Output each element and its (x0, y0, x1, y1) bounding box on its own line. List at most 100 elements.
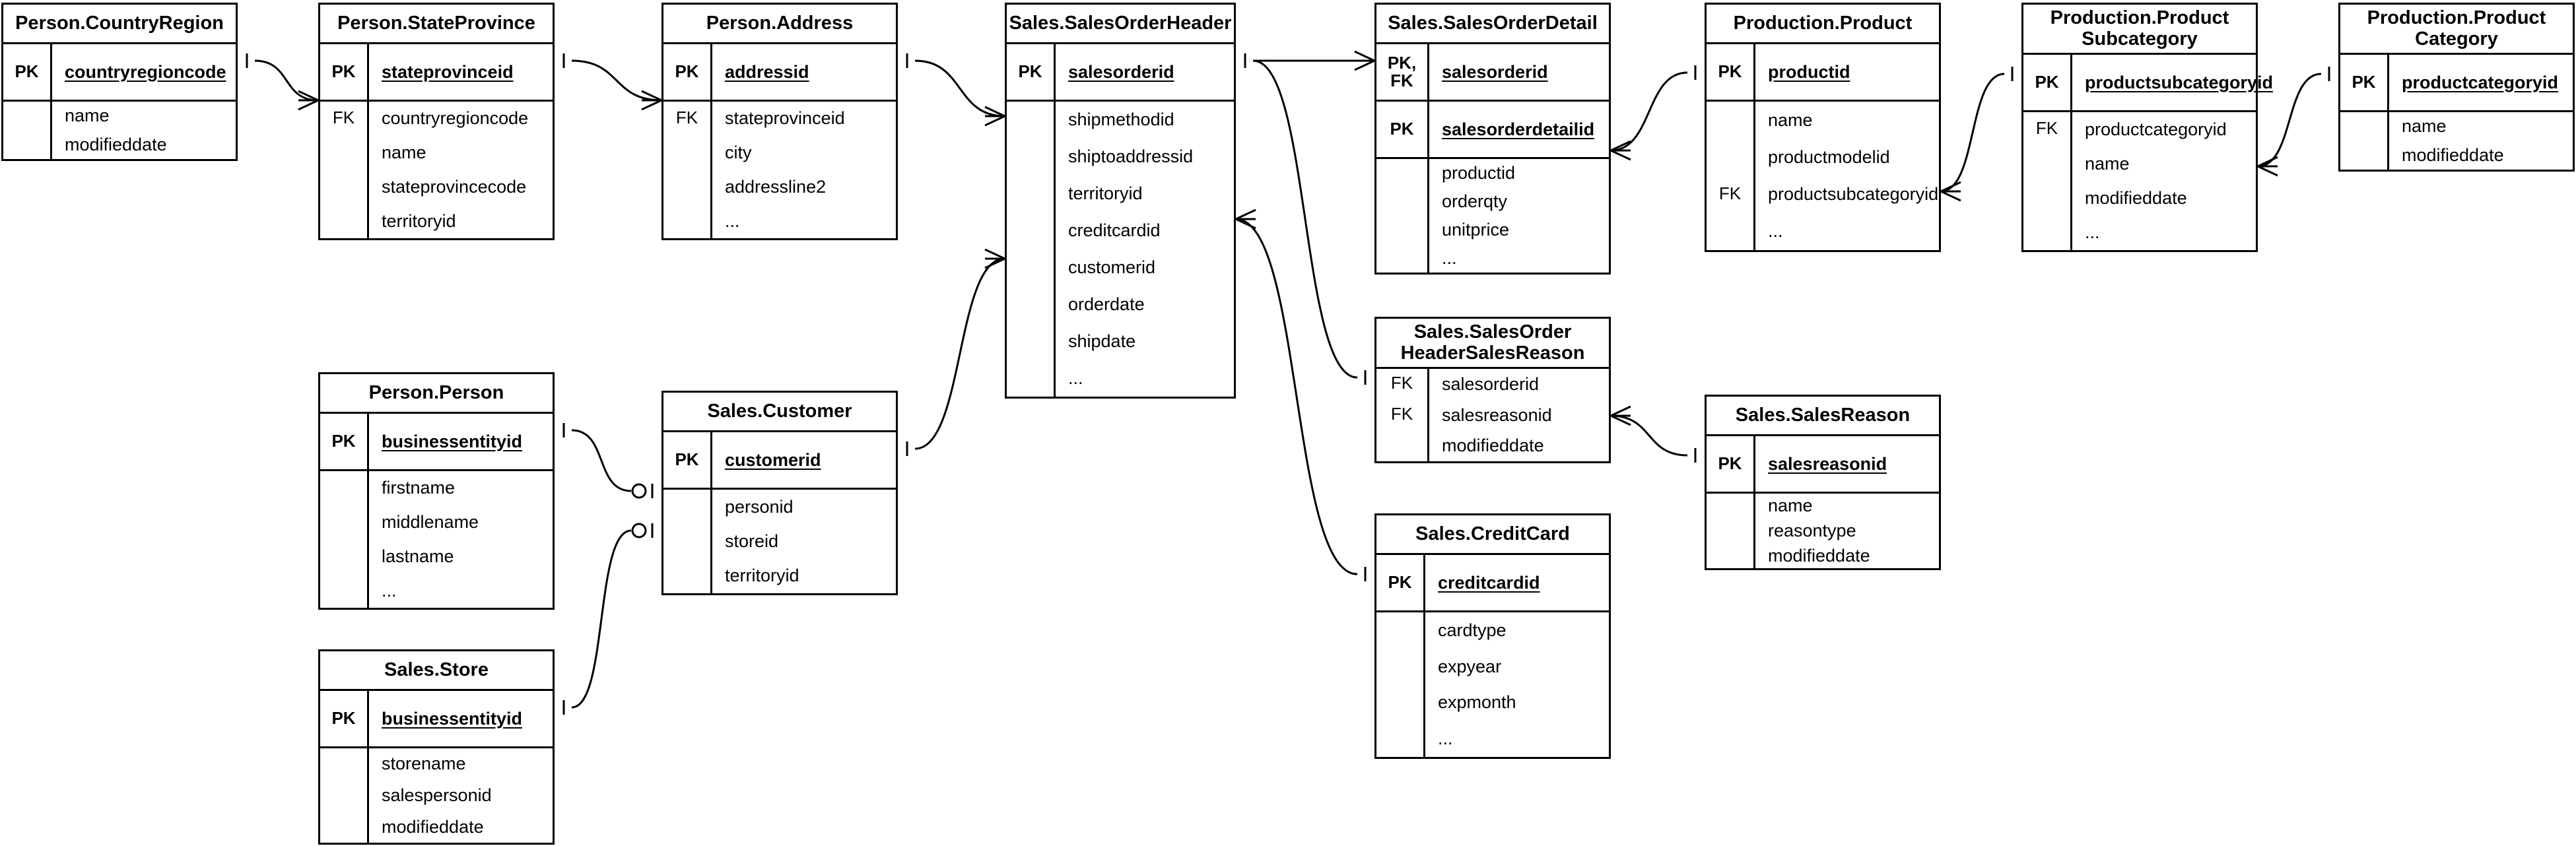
attribute-name: territoryid (1068, 183, 1143, 204)
attribute-name: shipdate (1068, 331, 1136, 351)
key-column-name: businessentityid (382, 431, 523, 451)
key-column-name: salesreasonid (1768, 453, 1887, 474)
attribute-name: stateprovincecode (382, 176, 527, 197)
entity-title-line: Sales.SalesOrderHeader (1009, 12, 1232, 34)
attribute-name: personid (725, 496, 794, 517)
attribute-name: ... (1068, 368, 1083, 388)
key-marker: PK (1707, 44, 1755, 100)
attribute-name: salesorderid (1442, 374, 1540, 394)
attribute-key-column (320, 471, 369, 608)
entity-title: Sales.Store (320, 651, 553, 691)
attribute-name: ... (725, 211, 740, 231)
rel-productsubcategory-product (1940, 67, 2014, 202)
attribute-name: name (1768, 496, 1813, 516)
attribute-name: orderdate (1068, 294, 1145, 314)
entity-title-line: HeaderSalesReason (1400, 342, 1585, 364)
attribute-name: cardtype (1438, 620, 1507, 640)
entity-title: Sales.SalesReason (1707, 397, 1939, 436)
attribute-name: modifieddate (1442, 436, 1544, 456)
rel-salesorderheader-salesorderdetail (1244, 50, 1375, 71)
attribute-key-column: FK (320, 102, 369, 238)
key-column-name: businessentityid (382, 708, 523, 729)
key-column-name: salesorderid (1442, 61, 1548, 82)
attribute-name: ... (1768, 221, 1783, 242)
attribute-key-column (663, 490, 712, 593)
key-column-name: salesorderdetailid (1442, 119, 1595, 139)
attribute-name: name (1768, 110, 1813, 130)
attribute-name: expmonth (1438, 692, 1516, 713)
entity-title: Person.CountryRegion (3, 5, 236, 44)
attribute-name: firstname (382, 478, 456, 498)
attribute-name: productcategoryid (2085, 119, 2227, 139)
attribute-name: territoryid (382, 211, 456, 231)
attribute-name: countryregioncode (382, 108, 529, 129)
entity-title-line: Person.Address (706, 12, 854, 34)
attribute-name: name (2402, 116, 2447, 137)
rel-stateprovince-address (562, 53, 662, 111)
attribute-name: shipmethodid (1068, 110, 1174, 130)
entity-key-row: PK creditcardid (1376, 555, 1609, 610)
key-column-name: creditcardid (1438, 572, 1540, 593)
attribute-name: shiptoaddressid (1068, 146, 1194, 167)
key-marker: PK (320, 691, 369, 746)
entity-key-block: PK creditcardid (1376, 555, 1609, 612)
key-column-name: stateprovinceid (382, 61, 514, 82)
entity-title-line: Person.StateProvince (337, 12, 535, 34)
key-marker: PK (2340, 55, 2389, 110)
entity-title-line: Production.Product (1733, 12, 1913, 34)
entity-key-block: PK businessentityid (320, 691, 553, 748)
attribute-name: unitprice (1442, 220, 1510, 240)
attribute-name: modifieddate (1768, 545, 1870, 566)
attribute-key-marker: FK (2035, 118, 2058, 139)
attribute-name: modifieddate (382, 816, 484, 837)
entity-title: Sales.SalesOrderDetail (1376, 5, 1609, 44)
attribute-name: ... (1442, 248, 1457, 268)
entity-title-line: Sales.Customer (707, 400, 852, 422)
key-marker: PK (1376, 555, 1425, 610)
attribute-key-column: FK (1707, 102, 1755, 250)
key-marker: PK (663, 44, 712, 100)
attribute-key-marker: FK (1390, 404, 1413, 424)
entity-title-line: Sales.SalesReason (1735, 404, 1911, 426)
entity-title: Production.Product (1707, 5, 1939, 44)
entity-title-line: Production.Product (2367, 7, 2546, 28)
attribute-name: ... (1438, 729, 1453, 749)
key-marker: PK (663, 432, 712, 488)
